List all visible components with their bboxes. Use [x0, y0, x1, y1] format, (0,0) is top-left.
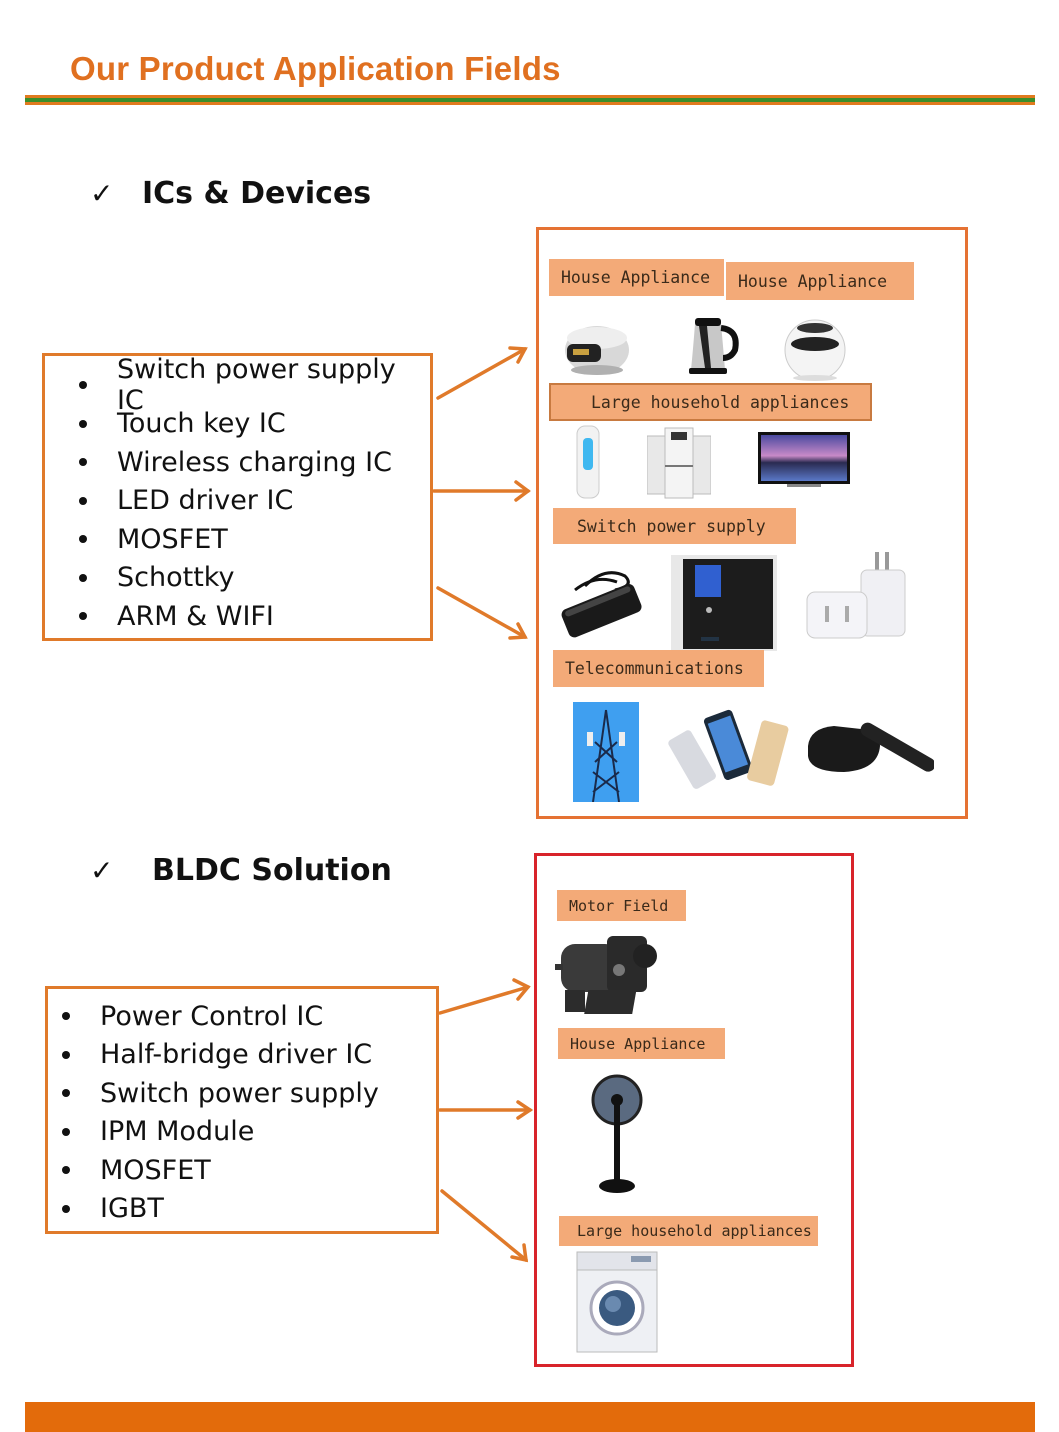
list-item-label: Wireless charging IC — [117, 446, 392, 478]
electric-motor-image — [555, 930, 663, 1022]
smartphones-image — [667, 706, 791, 794]
list-item: IGBT — [62, 1190, 436, 1229]
bullet-icon — [79, 535, 87, 544]
laptop-adapter-image — [555, 556, 647, 642]
tag-house-appliance: House Appliance — [726, 262, 914, 300]
list-item-label: Switch power supply — [100, 1077, 379, 1109]
title-divider — [25, 95, 1035, 105]
electric-kettle-image — [685, 310, 743, 378]
footer-bar — [25, 1402, 1035, 1432]
list-item: LED driver IC — [79, 482, 430, 521]
list-item-label: Switch power supply IC — [116, 354, 396, 417]
tag-motor-field: Motor Field — [557, 890, 686, 921]
rice-cooker-image — [563, 316, 633, 376]
bullet-icon — [62, 1050, 70, 1059]
bullet-icon — [79, 573, 87, 582]
list-item: Power Control IC — [62, 997, 436, 1036]
ics-devices-list-box: Switch power supply IC Touch key IC Wire… — [42, 353, 433, 641]
list-item: Touch key IC — [79, 405, 430, 444]
list-item-label: ARM & WIFI — [117, 600, 274, 632]
bldc-arrows — [438, 978, 534, 1263]
bullet-icon — [62, 1166, 70, 1175]
list-item: Switch power supply IC — [79, 354, 430, 416]
usb-charger-image — [805, 552, 915, 640]
list-item-label: Touch key IC — [117, 408, 286, 440]
tag-large-household-appliances: Large household appliances — [559, 1216, 818, 1246]
list-item: IPM Module — [62, 1113, 436, 1152]
bullet-icon — [79, 612, 87, 621]
list-item-label: MOSFET — [100, 1154, 211, 1186]
arrow-down-right-icon — [436, 586, 528, 640]
list-item: ARM & WIFI — [79, 597, 430, 636]
list-item: Schottky — [79, 559, 430, 598]
ics-applications-panel: House Appliance House Appliance Large ho… — [536, 227, 968, 819]
tower-fan-image — [575, 424, 601, 500]
list-item-label: Power Control IC — [100, 1000, 324, 1032]
bullet-icon — [62, 1089, 70, 1098]
tag-house-appliance: House Appliance — [549, 259, 724, 296]
ups-power-image — [671, 555, 777, 651]
speaker-image — [783, 310, 847, 382]
list-item-label: LED driver IC — [117, 485, 294, 517]
bullet-icon — [79, 458, 87, 467]
ics-arrows — [432, 346, 531, 640]
standing-fan-image — [587, 1072, 647, 1196]
section-title: BLDC Solution — [152, 853, 392, 888]
list-item: Switch power supply — [62, 1074, 436, 1113]
list-item: MOSFET — [62, 1151, 436, 1190]
tag-switch-power-supply: Switch power supply — [553, 508, 796, 544]
list-item: Wireless charging IC — [79, 443, 430, 482]
air-purifier-image — [647, 426, 711, 500]
arrow-up-right-icon — [436, 346, 528, 400]
television-image — [757, 431, 851, 489]
arrow-down-right-icon — [440, 1189, 529, 1263]
arrow-up-right-icon — [438, 978, 531, 1015]
list-item-label: MOSFET — [117, 523, 228, 555]
arrow-right-icon — [438, 1100, 534, 1120]
tv-box-image — [804, 716, 934, 778]
list-item-label: Schottky — [117, 562, 235, 594]
page-title: Our Product Application Fields — [70, 50, 561, 87]
tag-telecommunications: Telecommunications — [553, 650, 764, 687]
list-item-label: IGBT — [100, 1193, 164, 1225]
washing-machine-image — [571, 1250, 661, 1354]
bldc-solution-list: Power Control IC Half-bridge driver IC S… — [62, 997, 436, 1228]
bldc-solution-list-box: Power Control IC Half-bridge driver IC S… — [45, 986, 439, 1234]
section-heading-ics-devices: ✓ ICs & Devices — [90, 176, 371, 211]
bullet-icon — [79, 496, 87, 505]
list-item: MOSFET — [79, 520, 430, 559]
checkmark-icon: ✓ — [90, 854, 114, 887]
ics-devices-list: Switch power supply IC Touch key IC Wire… — [79, 354, 430, 636]
list-item: Half-bridge driver IC — [62, 1036, 436, 1075]
checkmark-icon: ✓ — [90, 177, 114, 210]
bldc-applications-panel: Motor Field House Appliance Large househ… — [534, 853, 854, 1367]
arrow-right-icon — [432, 480, 531, 502]
list-item-label: IPM Module — [100, 1116, 255, 1148]
bullet-icon — [62, 1127, 70, 1136]
tag-large-household-appliances: Large household appliances — [549, 383, 872, 421]
title-divider-green-stripe — [25, 98, 1035, 102]
bullet-icon — [79, 381, 87, 390]
bullet-icon — [62, 1012, 70, 1021]
section-title: ICs & Devices — [142, 176, 372, 211]
list-item-label: Half-bridge driver IC — [100, 1039, 373, 1071]
tag-house-appliance: House Appliance — [558, 1028, 725, 1059]
section-heading-bldc-solution: ✓ BLDC Solution — [90, 853, 392, 888]
cell-tower-image — [573, 702, 639, 802]
bullet-icon — [79, 419, 87, 428]
bullet-icon — [62, 1204, 70, 1213]
